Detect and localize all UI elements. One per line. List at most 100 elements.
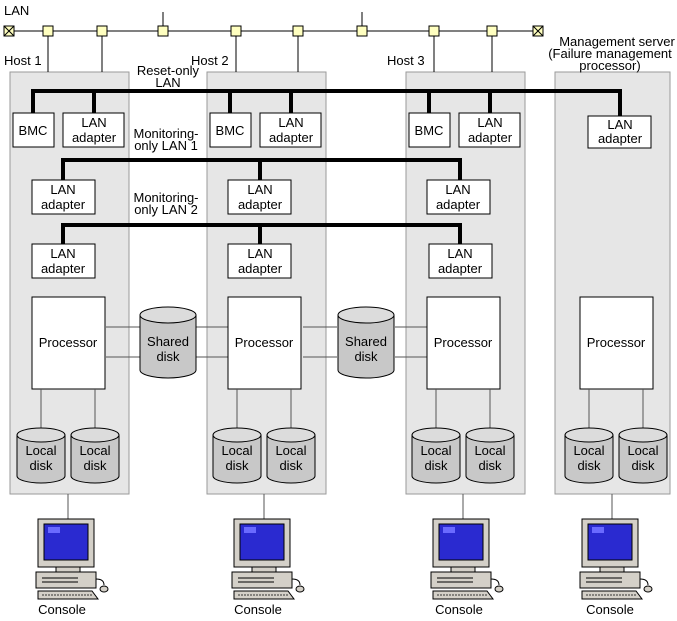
svg-text:processor): processor) — [579, 58, 640, 73]
svg-text:BMC: BMC — [415, 123, 444, 138]
svg-text:adapter: adapter — [468, 130, 513, 145]
svg-text:Management server: Management server — [559, 34, 675, 49]
host-1-local-disk-2: Local disk — [70, 427, 120, 484]
monitoring-only-lan-2-line — [61, 223, 462, 246]
host-2-local-disk-2: Local disk — [266, 427, 316, 484]
host-3-console-computer-icon — [430, 518, 504, 600]
host-3-local-disk-1: Local disk — [411, 427, 461, 484]
svg-text:Local: Local — [573, 443, 604, 458]
svg-text:adapter: adapter — [238, 261, 283, 276]
svg-text:LAN: LAN — [445, 182, 470, 197]
svg-text:adapter: adapter — [41, 197, 86, 212]
svg-text:BMC: BMC — [216, 123, 245, 138]
svg-text:Local: Local — [627, 443, 658, 458]
svg-text:adapter: adapter — [238, 197, 283, 212]
host-3-processor: Processor — [426, 296, 501, 390]
svg-text:Local: Local — [79, 443, 110, 458]
svg-text:LAN: LAN — [247, 246, 272, 261]
host-2-monitoring-2-lan-adapter: LAN adapter — [227, 243, 292, 279]
reset-only-lan-label: Reset-only LAN — [137, 63, 200, 90]
svg-text:Processor: Processor — [39, 335, 98, 350]
host-1-processor: Processor — [31, 296, 106, 390]
shared-disk-2: Shared disk — [337, 306, 395, 379]
svg-text:only LAN 1: only LAN 1 — [134, 138, 198, 153]
host-3-local-disk-2: Local disk — [465, 427, 515, 484]
svg-text:disk: disk — [424, 458, 448, 473]
management-server-lan-adapter: LAN adapter — [587, 115, 652, 149]
svg-text:(Failure management: (Failure management — [548, 46, 672, 61]
management-server-processor: Processor — [579, 296, 654, 390]
host-2-console-computer-icon — [231, 518, 305, 600]
svg-text:disk: disk — [354, 349, 378, 364]
svg-text:LAN: LAN — [247, 182, 272, 197]
svg-text:Local: Local — [420, 443, 451, 458]
management-server-local-disk-1: Local disk — [564, 427, 614, 484]
lan-label: LAN — [4, 3, 29, 18]
svg-text:Local: Local — [221, 443, 252, 458]
svg-text:adapter: adapter — [72, 130, 117, 145]
lan-hub — [42, 25, 54, 37]
host-3-bmc: BMC — [408, 112, 451, 148]
management-server-label: Management server (Failure management pr… — [548, 34, 675, 73]
host-2-label: Host 2 — [191, 53, 229, 68]
svg-text:Processor: Processor — [235, 335, 294, 350]
reset-only-lan-line — [31, 89, 622, 118]
lan-terminator-left — [3, 25, 15, 37]
svg-text:disk: disk — [631, 458, 655, 473]
svg-text:disk: disk — [29, 458, 53, 473]
host-3-label: Host 3 — [387, 53, 425, 68]
svg-text:only LAN 2: only LAN 2 — [134, 202, 198, 217]
host-1-reset-lan-adapter: LAN adapter — [62, 112, 125, 148]
host-3-monitoring-1-lan-adapter: LAN adapter — [426, 179, 491, 215]
svg-text:Monitoring-: Monitoring- — [133, 126, 198, 141]
svg-text:LAN: LAN — [477, 115, 502, 130]
lan-hub — [356, 25, 368, 37]
svg-text:Shared: Shared — [147, 334, 189, 349]
host-2-reset-lan-adapter: LAN adapter — [259, 112, 322, 148]
local-disk-connections — [40, 389, 644, 428]
host-1-local-disk-1: Local disk — [16, 427, 66, 484]
console-connections — [67, 494, 613, 519]
host-1-bmc: BMC — [12, 112, 55, 148]
svg-text:disk: disk — [156, 349, 180, 364]
svg-text:Shared: Shared — [345, 334, 387, 349]
host-1-monitoring-2-lan-adapter: LAN adapter — [31, 243, 96, 279]
management-server-console-label: Console — [586, 602, 634, 617]
svg-text:Monitoring-: Monitoring- — [133, 190, 198, 205]
svg-text:BMC: BMC — [19, 123, 48, 138]
lan-hub — [96, 25, 108, 37]
monitoring-only-lan-2-label: Monitoring- only LAN 2 — [133, 190, 198, 217]
svg-text:disk: disk — [279, 458, 303, 473]
svg-text:adapter: adapter — [436, 197, 481, 212]
host-1-console-label: Console — [38, 602, 86, 617]
lan-hub — [230, 25, 242, 37]
lan-hub — [292, 25, 304, 37]
svg-text:LAN: LAN — [278, 115, 303, 130]
host-2-processor: Processor — [227, 296, 302, 390]
svg-text:Local: Local — [474, 443, 505, 458]
svg-text:Local: Local — [275, 443, 306, 458]
lan-hub — [428, 25, 440, 37]
lan-terminator-right — [532, 25, 544, 37]
monitoring-only-lan-1-line — [61, 158, 462, 182]
svg-text:disk: disk — [225, 458, 249, 473]
svg-text:disk: disk — [577, 458, 601, 473]
svg-text:Local: Local — [25, 443, 56, 458]
host-1-monitoring-1-lan-adapter: LAN adapter — [31, 179, 96, 215]
host-1-console-computer-icon — [35, 518, 109, 600]
shared-disk-1: Shared disk — [139, 306, 197, 379]
lan-backbone — [10, 12, 538, 72]
svg-text:LAN: LAN — [447, 246, 472, 261]
svg-text:adapter: adapter — [269, 130, 314, 145]
lan-hub — [486, 25, 498, 37]
host-2-local-disk-1: Local disk — [212, 427, 262, 484]
svg-text:LAN: LAN — [50, 182, 75, 197]
svg-text:disk: disk — [478, 458, 502, 473]
host-3-monitoring-2-lan-adapter: LAN adapter — [428, 243, 493, 279]
host-3-console-label: Console — [435, 602, 483, 617]
host-3-reset-lan-adapter: LAN adapter — [458, 112, 521, 148]
svg-text:adapter: adapter — [438, 261, 483, 276]
svg-text:adapter: adapter — [41, 261, 86, 276]
monitoring-only-lan-1-label: Monitoring- only LAN 1 — [133, 126, 198, 153]
